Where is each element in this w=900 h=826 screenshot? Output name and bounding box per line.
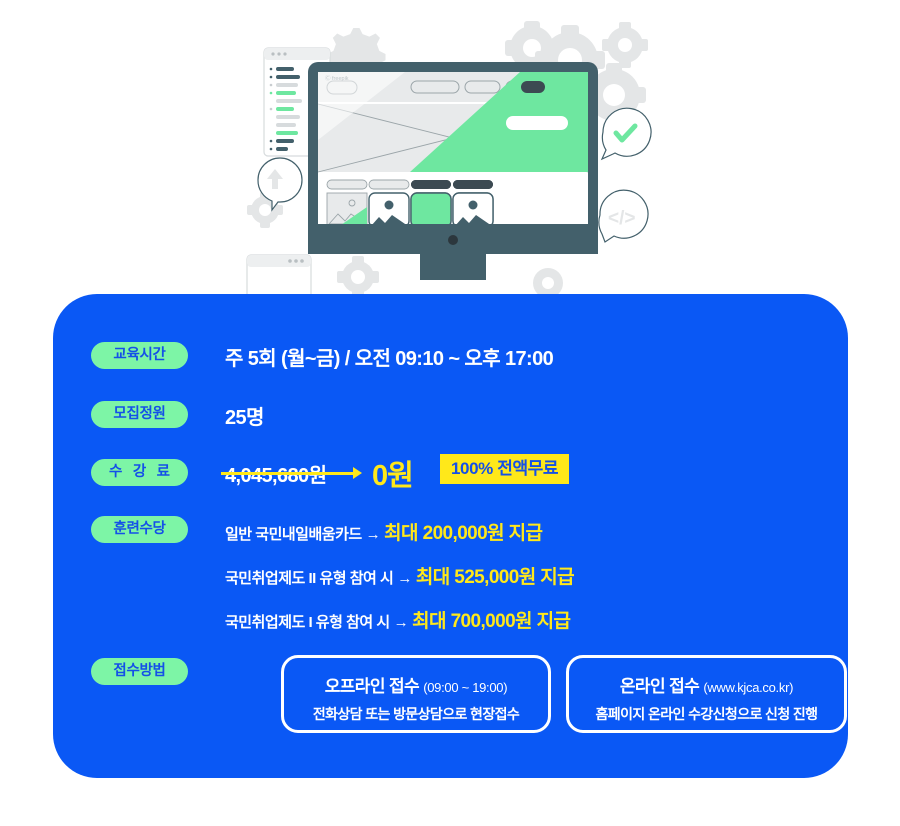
web-design-monitor-illustration: Ⓒ freepik — [246, 21, 652, 300]
application-box-online[interactable]: 온라인 접수 (www.kjca.co.kr) 홈페이지 온라인 수강신청으로 … — [566, 655, 847, 733]
offline-hours: (09:00 ~ 19:00) — [423, 680, 508, 695]
offline-title-row: 오프라인 접수 (09:00 ~ 19:00) — [284, 672, 548, 697]
monitor-power-dot — [448, 235, 458, 245]
monitor-illustration: Ⓒ freepik — [308, 62, 598, 280]
label-class-hours: 교육시간 — [91, 342, 188, 369]
allowance-amount-2: 최대 525,000원 지급 — [415, 567, 575, 588]
allowance-amount-3: 최대 700,000원 지급 — [412, 611, 571, 632]
allowance-line-2: 국민취업제도 II 유형 참여 시→최대 525,000원 지급 — [225, 562, 575, 589]
tuition-final-price: 0원 — [372, 460, 414, 492]
allowance-amount-1: 최대 200,000원 지급 — [384, 523, 543, 544]
application-box-offline[interactable]: 오프라인 접수 (09:00 ~ 19:00) 전화상담 또는 방문상담으로 현… — [281, 655, 551, 733]
allowance-line-1: 일반 국민내일배움카드→최대 200,000원 지급 — [225, 518, 543, 545]
allowance-line-3: 국민취업제도 I 유형 참여 시→최대 700,000원 지급 — [225, 606, 571, 633]
free-badge: 100% 전액무료 — [440, 454, 570, 484]
offline-title: 오프라인 접수 — [324, 677, 420, 696]
allowance-desc-1: 일반 국민내일배움카드 — [225, 526, 362, 543]
label-tuition: 수 강 료 — [91, 459, 188, 486]
check-bubble-icon — [600, 107, 652, 161]
label-application-method: 접수방법 — [91, 658, 188, 685]
value-capacity: 25명 — [225, 407, 264, 429]
arrow-icon: → — [397, 570, 412, 587]
browser-window-small — [246, 254, 312, 300]
online-title: 온라인 접수 — [619, 677, 700, 696]
online-url: (www.kjca.co.kr) — [703, 680, 794, 695]
online-description: 홈페이지 온라인 수강신청으로 신청 진행 — [595, 706, 819, 722]
value-class-hours: 주 5회 (월~금) / 오전 09:10 ~ 오후 17:00 — [225, 348, 554, 370]
tuition-original-price: 4,045,680원 — [225, 465, 327, 487]
allowance-desc-2: 국민취업제도 II 유형 참여 시 — [225, 570, 394, 587]
arrow-icon — [353, 467, 362, 479]
arrow-icon: → — [365, 526, 381, 543]
label-capacity: 모집정원 — [91, 401, 188, 428]
online-title-row: 온라인 접수 (www.kjca.co.kr) — [569, 672, 844, 697]
strikethrough-line — [221, 472, 357, 475]
code-bubble-icon: </> — [598, 189, 649, 243]
svg-text:</>: </> — [608, 208, 635, 229]
allowance-desc-3: 국민취업제도 I 유형 참여 시 — [225, 614, 390, 631]
offline-description: 전화상담 또는 방문상담으로 현장접수 — [312, 706, 520, 722]
arrow-icon: → — [393, 614, 409, 631]
label-training-allowance: 훈련수당 — [91, 516, 188, 543]
upload-bubble-icon — [257, 157, 303, 212]
course-info-card: 교육시간 주 5회 (월~금) / 오전 09:10 ~ 오후 17:00 모집… — [53, 294, 848, 778]
